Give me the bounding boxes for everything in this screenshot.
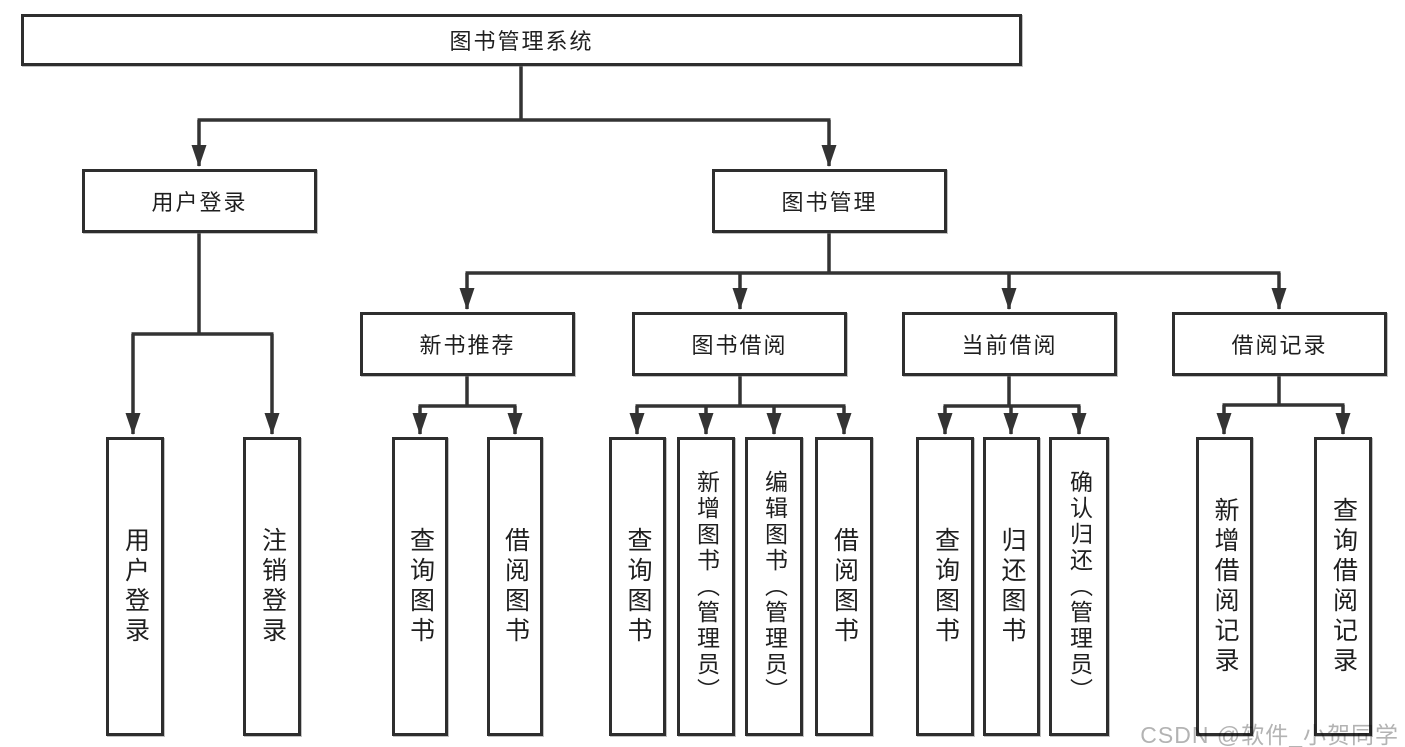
leaf-record-add-borrow-record: 新增借阅记录 bbox=[1196, 437, 1253, 736]
node-current-borrow: 当前借阅 bbox=[902, 312, 1117, 376]
node-user-login: 用户登录 bbox=[82, 169, 317, 233]
leaf-newbook-query-books: 查询图书 bbox=[392, 437, 448, 736]
csdn-watermark: CSDN @软件_小贺同学 bbox=[1140, 722, 1399, 747]
node-borrow-record: 借阅记录 bbox=[1172, 312, 1387, 376]
leaf-borrow-query-books: 查询图书 bbox=[609, 437, 666, 736]
leaf-borrow-add-books-admin: 新增图书（管理员） bbox=[677, 437, 735, 736]
leaf-record-query-borrow-record: 查询借阅记录 bbox=[1314, 437, 1372, 736]
node-book-borrow: 图书借阅 bbox=[632, 312, 847, 376]
leaf-user-login: 用户登录 bbox=[106, 437, 164, 736]
leaf-borrow-borrow-books: 借阅图书 bbox=[815, 437, 873, 736]
leaf-current-confirm-return-admin: 确认归还（管理员） bbox=[1049, 437, 1109, 736]
leaf-current-query-books: 查询图书 bbox=[916, 437, 974, 736]
tree-edges bbox=[125, 66, 1351, 435]
leaf-newbook-borrow-books: 借阅图书 bbox=[487, 437, 543, 736]
leaf-logout: 注销登录 bbox=[243, 437, 301, 736]
leaf-borrow-edit-books-admin: 编辑图书（管理员） bbox=[745, 437, 803, 736]
node-new-book-recommend: 新书推荐 bbox=[360, 312, 575, 376]
node-root-system: 图书管理系统 bbox=[21, 14, 1022, 66]
node-book-management: 图书管理 bbox=[712, 169, 947, 233]
leaf-current-return-books: 归还图书 bbox=[983, 437, 1040, 736]
